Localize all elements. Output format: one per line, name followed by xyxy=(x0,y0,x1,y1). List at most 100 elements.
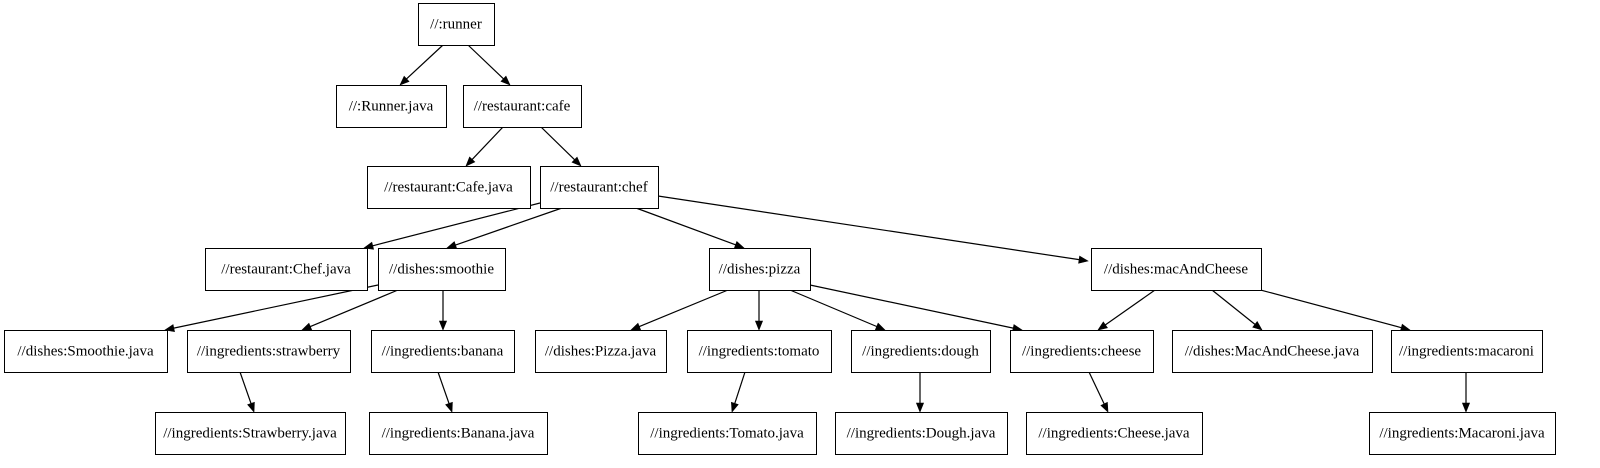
node-label: //ingredients:dough xyxy=(862,343,979,359)
node-box[interactable] xyxy=(205,248,368,291)
node-box[interactable] xyxy=(463,85,582,128)
node-box[interactable] xyxy=(155,412,346,455)
graph-node[interactable]: //dishes:macAndCheese xyxy=(1091,248,1262,291)
node-box[interactable] xyxy=(540,166,659,209)
node-box[interactable] xyxy=(851,330,991,373)
node-label: //ingredients:Tomato.java xyxy=(650,425,804,441)
node-box[interactable] xyxy=(638,412,817,455)
node-label: //restaurant:cafe xyxy=(474,98,571,114)
edge-arrowhead-icon xyxy=(247,401,255,413)
edge-arrowhead-icon xyxy=(733,240,745,249)
edge-arrowhead-icon xyxy=(731,401,739,413)
graph-node[interactable]: //ingredients:banana xyxy=(371,330,515,373)
edge-line xyxy=(437,371,450,404)
graph-edge xyxy=(1097,289,1156,331)
graph-edge xyxy=(630,289,729,331)
edge-arrowhead-icon xyxy=(571,156,582,167)
node-box[interactable] xyxy=(1172,330,1373,373)
node-label: //ingredients:Banana.java xyxy=(382,425,535,441)
graph-node[interactable]: //ingredients:Macaroni.java xyxy=(1369,412,1556,455)
edge-line xyxy=(372,202,541,247)
graph-edge xyxy=(363,202,541,250)
node-box[interactable] xyxy=(1010,330,1154,373)
graph-edge xyxy=(467,44,511,86)
edge-arrowhead-icon xyxy=(445,401,453,413)
node-box[interactable] xyxy=(1391,330,1543,373)
edge-arrowhead-icon xyxy=(1252,321,1263,331)
node-box[interactable] xyxy=(1026,412,1203,455)
node-box[interactable] xyxy=(1369,412,1556,455)
edge-arrowhead-icon xyxy=(446,241,458,249)
graph-node[interactable]: //:runner xyxy=(418,3,495,46)
graph-node[interactable]: //ingredients:Tomato.java xyxy=(638,412,817,455)
node-box[interactable] xyxy=(1091,248,1262,291)
graph-edge xyxy=(446,207,563,249)
node-box[interactable] xyxy=(709,248,811,291)
node-label: //ingredients:strawberry xyxy=(197,343,341,359)
edge-line xyxy=(310,289,399,328)
graph-node[interactable]: //dishes:Pizza.java xyxy=(535,330,667,373)
graph-node[interactable]: //dishes:pizza xyxy=(709,248,811,291)
graph-edge xyxy=(465,126,504,167)
node-box[interactable] xyxy=(418,3,495,46)
node-label: //ingredients:macaroni xyxy=(1399,343,1534,359)
edge-arrowhead-icon xyxy=(915,402,925,413)
graph-node[interactable]: //ingredients:tomato xyxy=(687,330,832,373)
graph-node[interactable]: //ingredients:cheese xyxy=(1010,330,1154,373)
graph-node[interactable]: //ingredients:strawberry xyxy=(187,330,351,373)
node-box[interactable] xyxy=(371,330,515,373)
graph-edge xyxy=(809,284,1023,333)
graph-edge xyxy=(164,284,379,333)
node-label: //restaurant:Cafe.java xyxy=(384,179,513,195)
graph-node[interactable]: //dishes:smoothie xyxy=(378,248,506,291)
graph-node[interactable]: //dishes:Smoothie.java xyxy=(4,330,168,373)
edge-arrowhead-icon xyxy=(438,320,448,331)
node-box[interactable] xyxy=(369,412,548,455)
node-box[interactable] xyxy=(378,248,506,291)
edge-line xyxy=(639,289,729,328)
graph-node[interactable]: //ingredients:macaroni xyxy=(1391,330,1543,373)
node-label: //ingredients:Macaroni.java xyxy=(1379,425,1545,441)
node-box[interactable] xyxy=(187,330,351,373)
node-box[interactable] xyxy=(687,330,832,373)
graph-node[interactable]: //restaurant:cafe xyxy=(463,85,582,128)
node-box[interactable] xyxy=(835,412,1008,455)
edge-line xyxy=(239,371,252,404)
graph-node[interactable]: //restaurant:Cafe.java xyxy=(367,166,531,209)
graph-node[interactable]: //ingredients:dough xyxy=(851,330,991,373)
graph-edge xyxy=(540,126,582,167)
graph-node[interactable]: //restaurant:Chef.java xyxy=(205,248,368,291)
node-label: //dishes:Smoothie.java xyxy=(17,343,154,359)
edge-arrowhead-icon xyxy=(465,156,476,167)
graph-node[interactable]: //ingredients:Strawberry.java xyxy=(155,412,346,455)
node-box[interactable] xyxy=(535,330,667,373)
edge-arrowhead-icon xyxy=(630,322,642,331)
edge-line xyxy=(471,126,504,160)
edge-line xyxy=(173,284,379,329)
graph-edge xyxy=(399,44,444,86)
node-label: //restaurant:chef xyxy=(550,179,647,195)
graph-node[interactable]: //restaurant:chef xyxy=(540,166,659,209)
graph-edge xyxy=(635,207,745,249)
edge-line xyxy=(467,44,504,80)
node-box[interactable] xyxy=(336,85,447,128)
edge-arrowhead-icon xyxy=(1078,255,1089,264)
edge-line xyxy=(455,207,563,246)
node-box[interactable] xyxy=(4,330,168,373)
node-box[interactable] xyxy=(367,166,531,209)
node-label: //ingredients:banana xyxy=(382,343,504,359)
node-label: //:Runner.java xyxy=(349,98,434,114)
graph-node[interactable]: //:Runner.java xyxy=(336,85,447,128)
edge-line xyxy=(406,44,444,80)
graph-edge xyxy=(1252,287,1411,332)
graph-node[interactable]: //ingredients:Banana.java xyxy=(369,412,548,455)
node-label: //ingredients:Strawberry.java xyxy=(163,425,337,441)
node-label: //dishes:smoothie xyxy=(389,261,494,277)
graph-node[interactable]: //ingredients:Cheese.java xyxy=(1026,412,1203,455)
graph-node[interactable]: //ingredients:Dough.java xyxy=(835,412,1008,455)
node-label: //dishes:MacAndCheese.java xyxy=(1185,343,1360,359)
graph-edge xyxy=(789,289,886,331)
edge-line xyxy=(1211,289,1256,325)
graph-node[interactable]: //dishes:MacAndCheese.java xyxy=(1172,330,1373,373)
